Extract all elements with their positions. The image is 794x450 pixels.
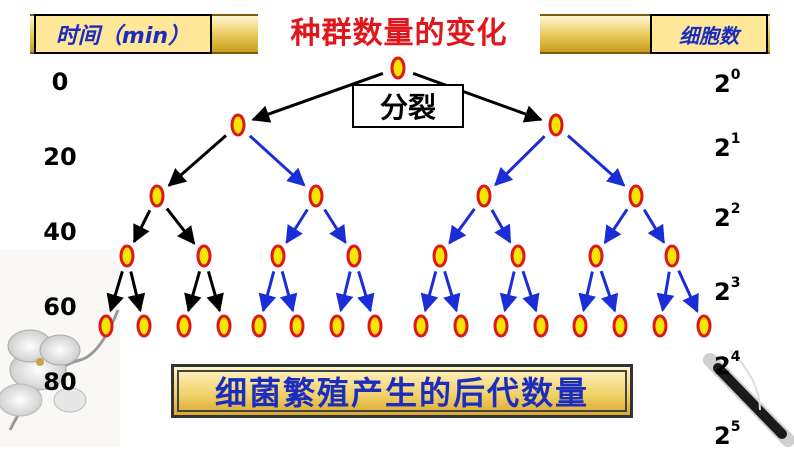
time-label-40: 40 bbox=[43, 218, 77, 246]
page-title: 种群数量的变化 bbox=[258, 6, 540, 54]
bacterium-cell bbox=[413, 314, 429, 338]
bacterium-cell bbox=[346, 244, 362, 268]
bacterium-cell bbox=[196, 244, 212, 268]
bacterium-cell bbox=[136, 314, 152, 338]
bacterium-cell bbox=[652, 314, 668, 338]
division-arrow bbox=[443, 270, 461, 313]
bacterium-cell bbox=[548, 113, 564, 137]
bacterium-cell bbox=[98, 314, 114, 338]
bacterium-cell bbox=[329, 314, 345, 338]
division-arrow bbox=[599, 270, 619, 313]
bacterium-cell bbox=[308, 184, 324, 208]
division-arrow bbox=[490, 209, 512, 244]
decorative-flower-painting bbox=[0, 250, 120, 447]
division-arrow bbox=[335, 271, 354, 313]
bacterium-cell bbox=[270, 244, 286, 268]
division-arrow bbox=[656, 271, 675, 312]
division-arrow bbox=[499, 271, 518, 313]
bacterium-cell bbox=[696, 314, 712, 338]
division-arrow bbox=[603, 208, 629, 245]
bacterium-cell bbox=[119, 244, 135, 268]
time-label-80: 80 bbox=[43, 368, 77, 396]
time-label-20: 20 bbox=[43, 143, 77, 171]
bacterium-cell bbox=[628, 184, 644, 208]
cell-count-column-header: 细胞数 bbox=[650, 14, 768, 54]
division-arrow bbox=[258, 271, 277, 313]
decorative-brush bbox=[703, 349, 794, 447]
division-arrow bbox=[251, 71, 384, 123]
bacterium-cell bbox=[251, 314, 267, 338]
bacterium-cell bbox=[149, 184, 165, 208]
count-label-2-4: 24 bbox=[714, 349, 741, 380]
bacterium-cell bbox=[510, 244, 526, 268]
division-arrow bbox=[578, 271, 596, 313]
bacterium-cell bbox=[493, 314, 509, 338]
bacterium-cell bbox=[390, 56, 406, 80]
bacterium-cell bbox=[367, 314, 383, 338]
bacterium-cell bbox=[588, 244, 604, 268]
count-label-2-1: 21 bbox=[714, 131, 741, 162]
bacterium-cell bbox=[453, 314, 469, 338]
division-arrow bbox=[677, 269, 699, 314]
division-arrow bbox=[127, 271, 146, 313]
bacterium-cell bbox=[176, 314, 192, 338]
time-column-header: 时间（min） bbox=[34, 14, 212, 54]
division-arrow bbox=[567, 134, 626, 187]
division-arrow bbox=[521, 270, 540, 313]
count-label-2-5: 25 bbox=[714, 419, 741, 450]
division-arrow bbox=[642, 208, 666, 244]
division-arrow bbox=[184, 270, 202, 313]
bacterium-cell bbox=[612, 314, 628, 338]
division-arrow bbox=[323, 208, 347, 245]
division-arrow bbox=[412, 71, 543, 123]
bacterium-cell bbox=[289, 314, 305, 338]
division-label: 分裂 bbox=[352, 84, 464, 128]
bacterium-cell bbox=[476, 184, 492, 208]
bacterium-cell bbox=[216, 314, 232, 338]
time-label-60: 60 bbox=[43, 293, 77, 321]
count-label-2-2: 22 bbox=[714, 201, 741, 232]
bacterium-cell bbox=[664, 244, 680, 268]
bacterium-cell bbox=[572, 314, 588, 338]
division-arrow bbox=[106, 270, 124, 313]
division-arrow bbox=[357, 270, 375, 313]
bacterium-cell bbox=[432, 244, 448, 268]
time-label-0: 0 bbox=[51, 68, 69, 96]
division-arrow bbox=[165, 207, 196, 245]
bacterium-cell bbox=[533, 314, 549, 338]
division-arrow bbox=[167, 134, 227, 187]
division-arrow bbox=[132, 209, 152, 244]
division-arrow bbox=[206, 270, 224, 313]
division-arrow bbox=[448, 208, 476, 245]
division-arrow bbox=[285, 208, 309, 245]
division-arrow bbox=[248, 134, 306, 187]
count-label-2-3: 23 bbox=[714, 275, 741, 306]
division-arrow bbox=[494, 135, 546, 187]
caption-box: 细菌繁殖产生的后代数量 bbox=[171, 364, 633, 418]
bacterium-cell bbox=[230, 113, 246, 137]
division-arrow bbox=[279, 271, 298, 313]
division-arrow bbox=[420, 271, 439, 313]
count-label-2-0: 20 bbox=[714, 67, 741, 98]
